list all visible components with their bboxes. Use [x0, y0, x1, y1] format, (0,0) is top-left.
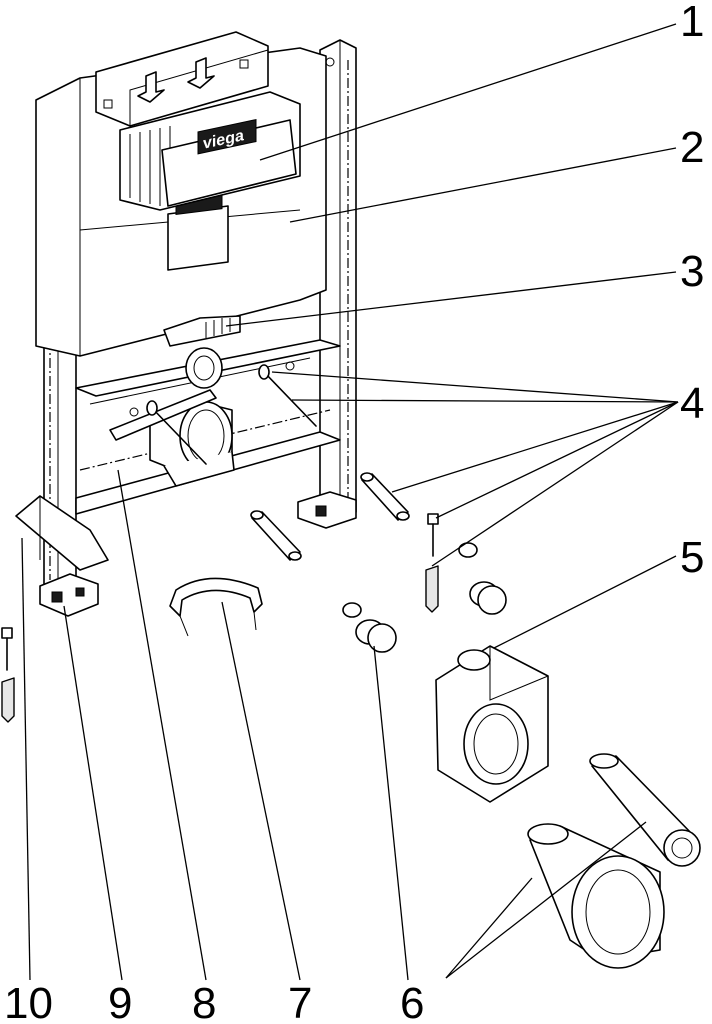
rubber-buffers	[342, 542, 507, 653]
cistern-logo: viega	[178, 233, 220, 256]
up-arrow-icon	[137, 71, 165, 103]
spacer-tubes	[250, 472, 410, 561]
side-plate	[15, 495, 109, 571]
fixing-screws	[1, 513, 439, 723]
up-arrow-icon	[187, 57, 215, 89]
callout-10: 10	[4, 979, 53, 1024]
callout-5: 5	[680, 533, 704, 582]
flush-mechanism: viega	[119, 91, 301, 211]
foot-brackets	[39, 491, 357, 617]
pipe-connections	[109, 347, 235, 487]
cistern-top-cover	[95, 31, 269, 127]
callout-1: 1	[680, 0, 704, 46]
flush-bend	[163, 315, 241, 347]
callout-7: 7	[288, 979, 312, 1024]
callout-3: 3	[680, 247, 704, 296]
flush-and-waste-pipes	[527, 753, 701, 969]
callout-6: 6	[400, 979, 424, 1024]
callout-labels: 1 2 3 4 5 10 9 8 7 6 6	[4, 0, 704, 1024]
callout-4: 4	[680, 379, 704, 428]
threaded-rods	[146, 364, 317, 465]
leader-lines	[21, 23, 679, 981]
callout-2: 2	[680, 123, 704, 172]
pipe-bracket	[169, 577, 263, 637]
insulation-block	[435, 645, 549, 803]
callout-8: 8	[192, 979, 216, 1024]
callout-9: 9	[108, 979, 132, 1024]
